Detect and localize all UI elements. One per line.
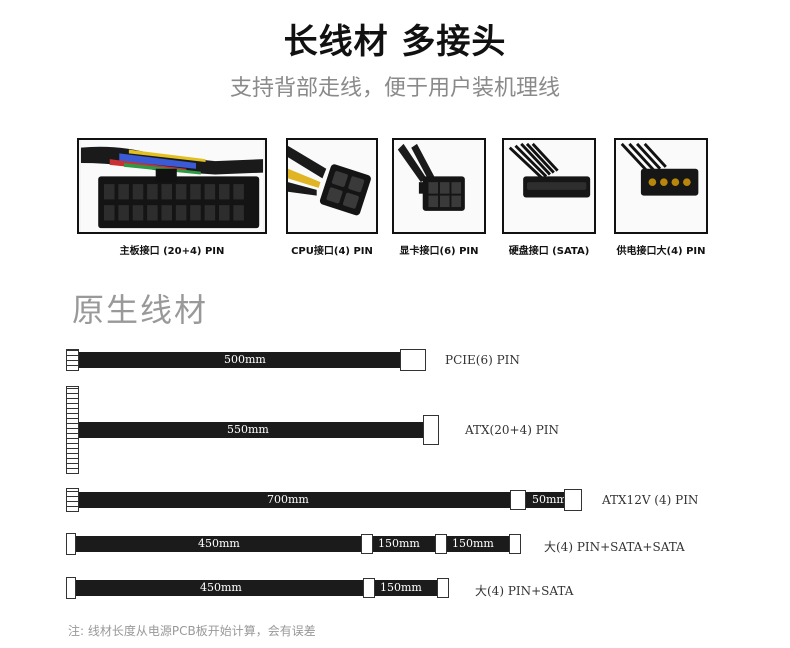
molex-connector-caption: 供电接口大(4) PIN — [616, 246, 706, 257]
sata-connector-caption: 硬盘接口 (SATA) — [508, 246, 590, 257]
sata-connector-photo — [502, 138, 596, 234]
cable-2-start-connector — [66, 386, 79, 474]
cable-1-start-connector — [66, 349, 79, 371]
pcie-connector-caption: 显卡接口(6) PIN — [399, 246, 479, 257]
cable-2-length: 550mm — [227, 423, 269, 436]
cable-4-segment-3: 150mm — [447, 536, 509, 552]
cable-1-end-connector — [400, 349, 426, 371]
pcie-6pin-connector-photo — [392, 138, 486, 234]
cable-1: 500mm — [79, 352, 400, 368]
cable-5-segment-2: 150mm — [375, 580, 437, 596]
page-subtitle: 支持背部走线，便于用户装机理线 — [229, 76, 560, 101]
cable-3-length: 700mm — [267, 493, 309, 506]
cable-3-extension: 50mm — [526, 492, 567, 508]
molex-4pin-connector-photo — [614, 138, 708, 234]
cable-5-length: 450mm — [200, 581, 242, 594]
cable-4-segment-3-length: 150mm — [452, 537, 494, 550]
cable-3: 700mm — [79, 492, 510, 508]
cpu-connector-caption: CPU接口(4) PIN — [291, 246, 373, 257]
cable-3-mid-connector — [510, 490, 526, 510]
cable-5-sata-connector — [363, 578, 375, 598]
cable-5-segment-2-length: 150mm — [380, 581, 422, 594]
page-title: 长线材 多接头 — [283, 22, 507, 62]
cable-5-label: 大(4) PIN+SATA — [475, 584, 574, 598]
atx-connector-caption: 主板接口 (20+4) PIN — [119, 246, 225, 257]
cable-3-extension-length: 50mm — [532, 493, 567, 506]
cable-1-label: PCIE(6) PIN — [445, 353, 520, 367]
cable-4-start-connector — [66, 533, 76, 555]
cable-1-length: 500mm — [224, 353, 266, 366]
cable-3-label: ATX12V (4) PIN — [602, 493, 699, 507]
cable-4-sata-connector-2 — [435, 534, 447, 554]
cable-2: 550mm — [79, 422, 423, 438]
cable-2-label: ATX(20+4) PIN — [465, 423, 560, 437]
cable-4: 450mm — [76, 536, 361, 552]
cable-4-label: 大(4) PIN+SATA+SATA — [544, 540, 685, 554]
cable-4-length: 450mm — [198, 537, 240, 550]
cable-4-sata-connector-1 — [361, 534, 373, 554]
atx-24pin-connector-photo — [77, 138, 267, 234]
cable-4-segment-2: 150mm — [373, 536, 435, 552]
cable-3-end-connector — [564, 489, 582, 511]
footer-note: 注: 线材长度从电源PCB板开始计算，会有误差 — [68, 624, 316, 638]
cable-5: 450mm — [76, 580, 363, 596]
cable-3-start-connector — [66, 488, 79, 512]
cable-5-end-connector — [437, 578, 449, 598]
section-title: 原生线材 — [72, 291, 209, 329]
cable-4-end-connector — [509, 534, 521, 554]
cable-5-start-connector — [66, 577, 76, 599]
cable-2-end-connector — [423, 415, 439, 445]
cable-4-segment-2-length: 150mm — [378, 537, 420, 550]
cpu-4pin-connector-photo — [286, 138, 378, 234]
